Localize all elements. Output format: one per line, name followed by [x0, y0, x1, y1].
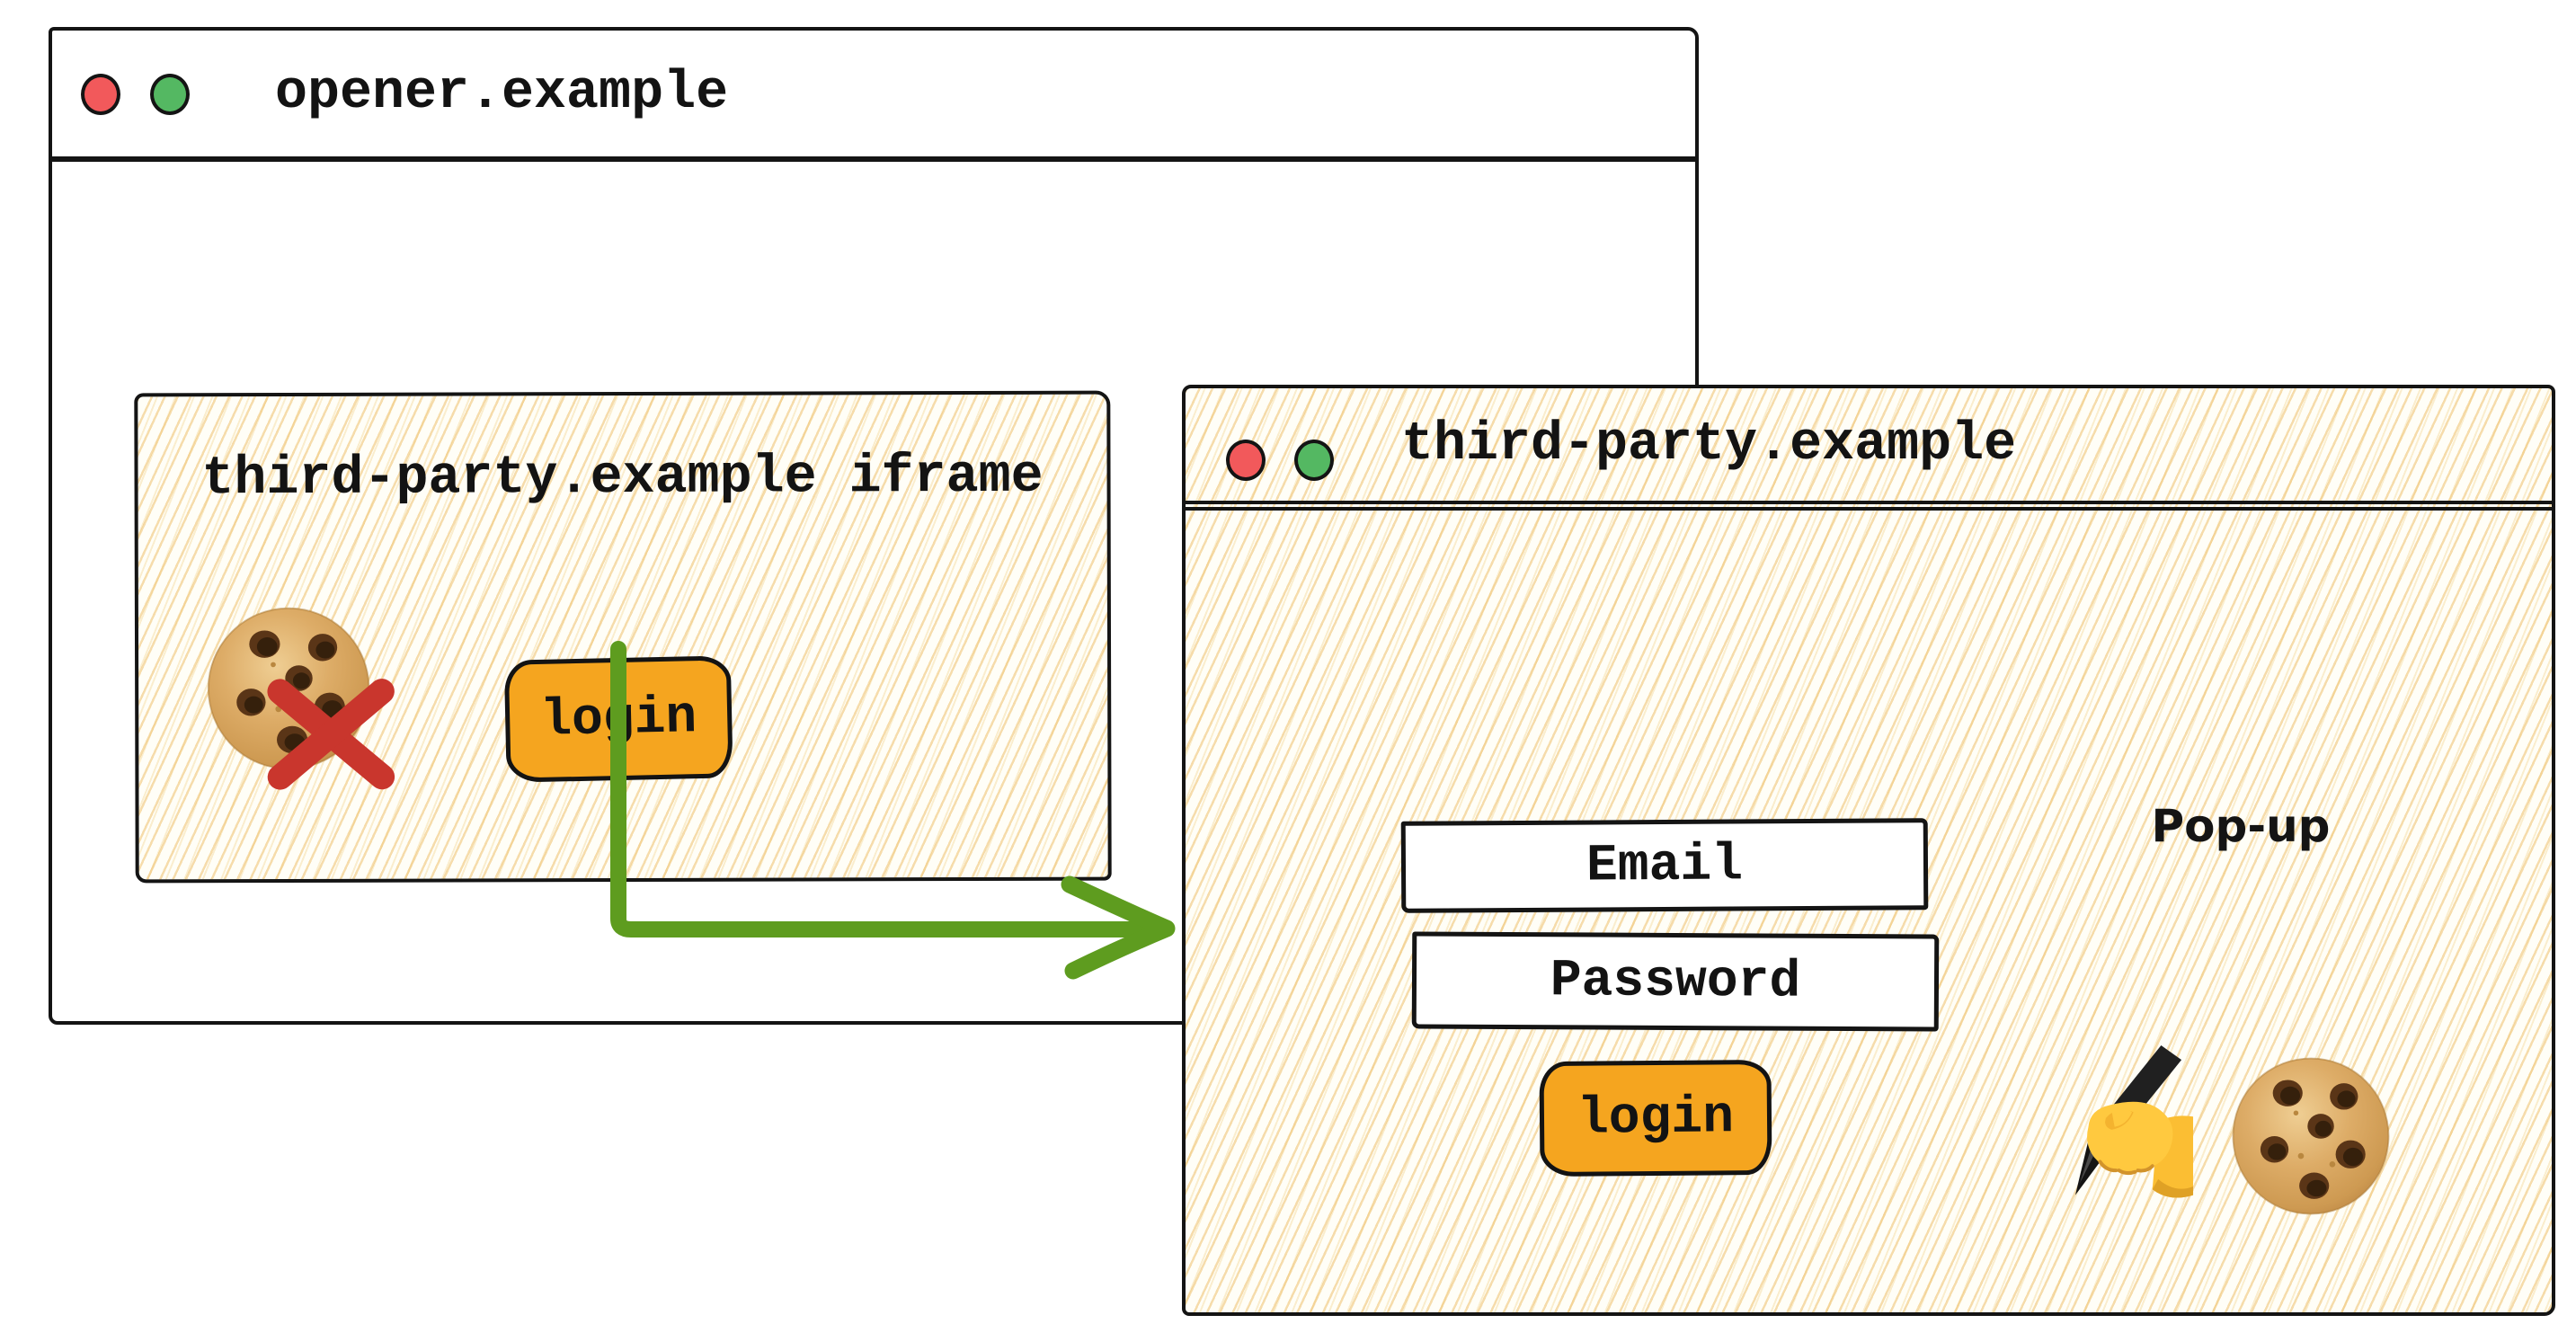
iframe-origin-label: third-party.example iframe	[201, 446, 1044, 511]
email-input[interactable]: Email	[1400, 818, 1929, 913]
opener-window-title: opener.example	[275, 63, 729, 124]
cookie-icon	[2232, 1057, 2390, 1215]
maximize-window-icon[interactable]	[1294, 440, 1334, 481]
popup-caption: Pop-up	[2151, 800, 2331, 852]
iframe-login-button[interactable]: login	[503, 655, 733, 783]
maximize-window-icon[interactable]	[150, 74, 190, 115]
third-party-iframe: third-party.example iframe	[134, 390, 1112, 884]
close-window-icon[interactable]	[81, 74, 120, 115]
popup-titlebar: third-party.example	[1186, 388, 2552, 511]
opener-titlebar: opener.example	[52, 31, 1695, 162]
popup-window-title: third-party.example	[1401, 413, 2017, 475]
popup-login-button[interactable]: login	[1539, 1059, 1772, 1177]
popup-window: third-party.example Email Password login…	[1182, 385, 2555, 1316]
close-window-icon[interactable]	[1226, 440, 1266, 481]
writing-hand-icon	[2074, 1045, 2194, 1198]
password-input[interactable]: Password	[1411, 931, 1940, 1032]
blocked-cross-icon	[250, 662, 412, 806]
